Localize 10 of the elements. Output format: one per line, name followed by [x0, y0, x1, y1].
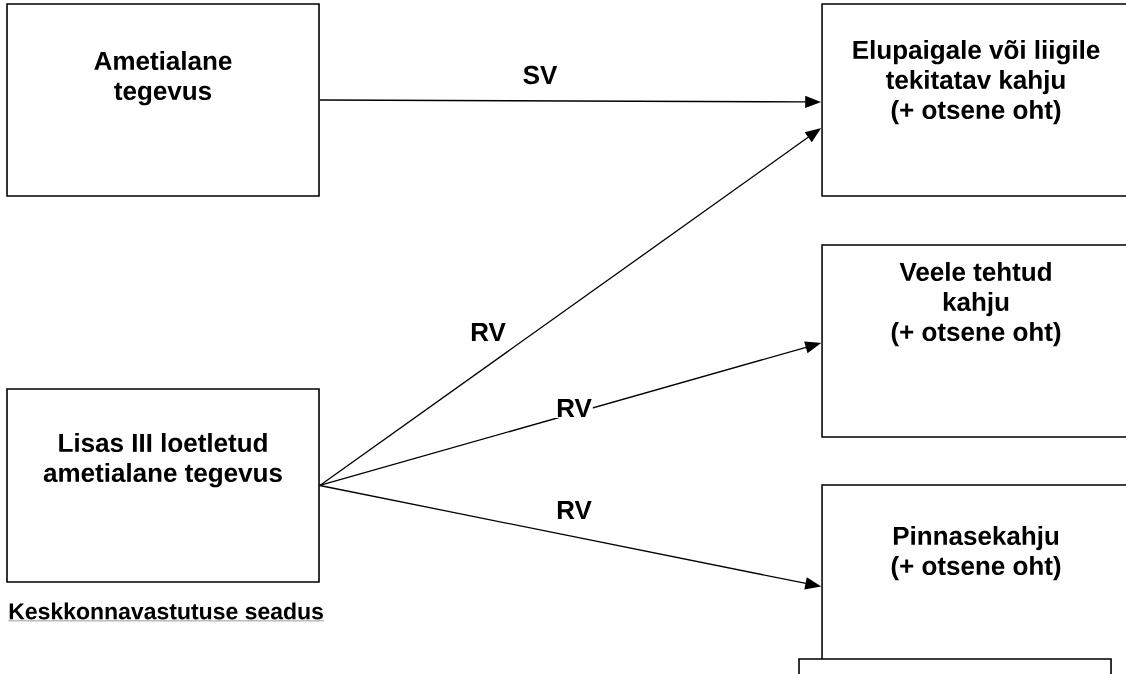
process-box: Pinnasekahju (+ otsene oht) [821, 484, 1126, 674]
process-box: Lisas III loetletud ametialane tegevus [6, 388, 320, 583]
process-box: Veele tehtud kahju (+ otsene oht) [821, 244, 1126, 438]
empty-box [798, 658, 1112, 674]
process-box: Elupaigale või liigile tekitatav kahju (+ otsene oht) [821, 3, 1126, 197]
edge-label: RV [555, 398, 593, 418]
edge-label: SV [521, 64, 559, 86]
edge-label: RV [555, 500, 593, 520]
process-box: Ametialane tegevus [6, 3, 320, 197]
edge-label: RV [469, 322, 507, 342]
